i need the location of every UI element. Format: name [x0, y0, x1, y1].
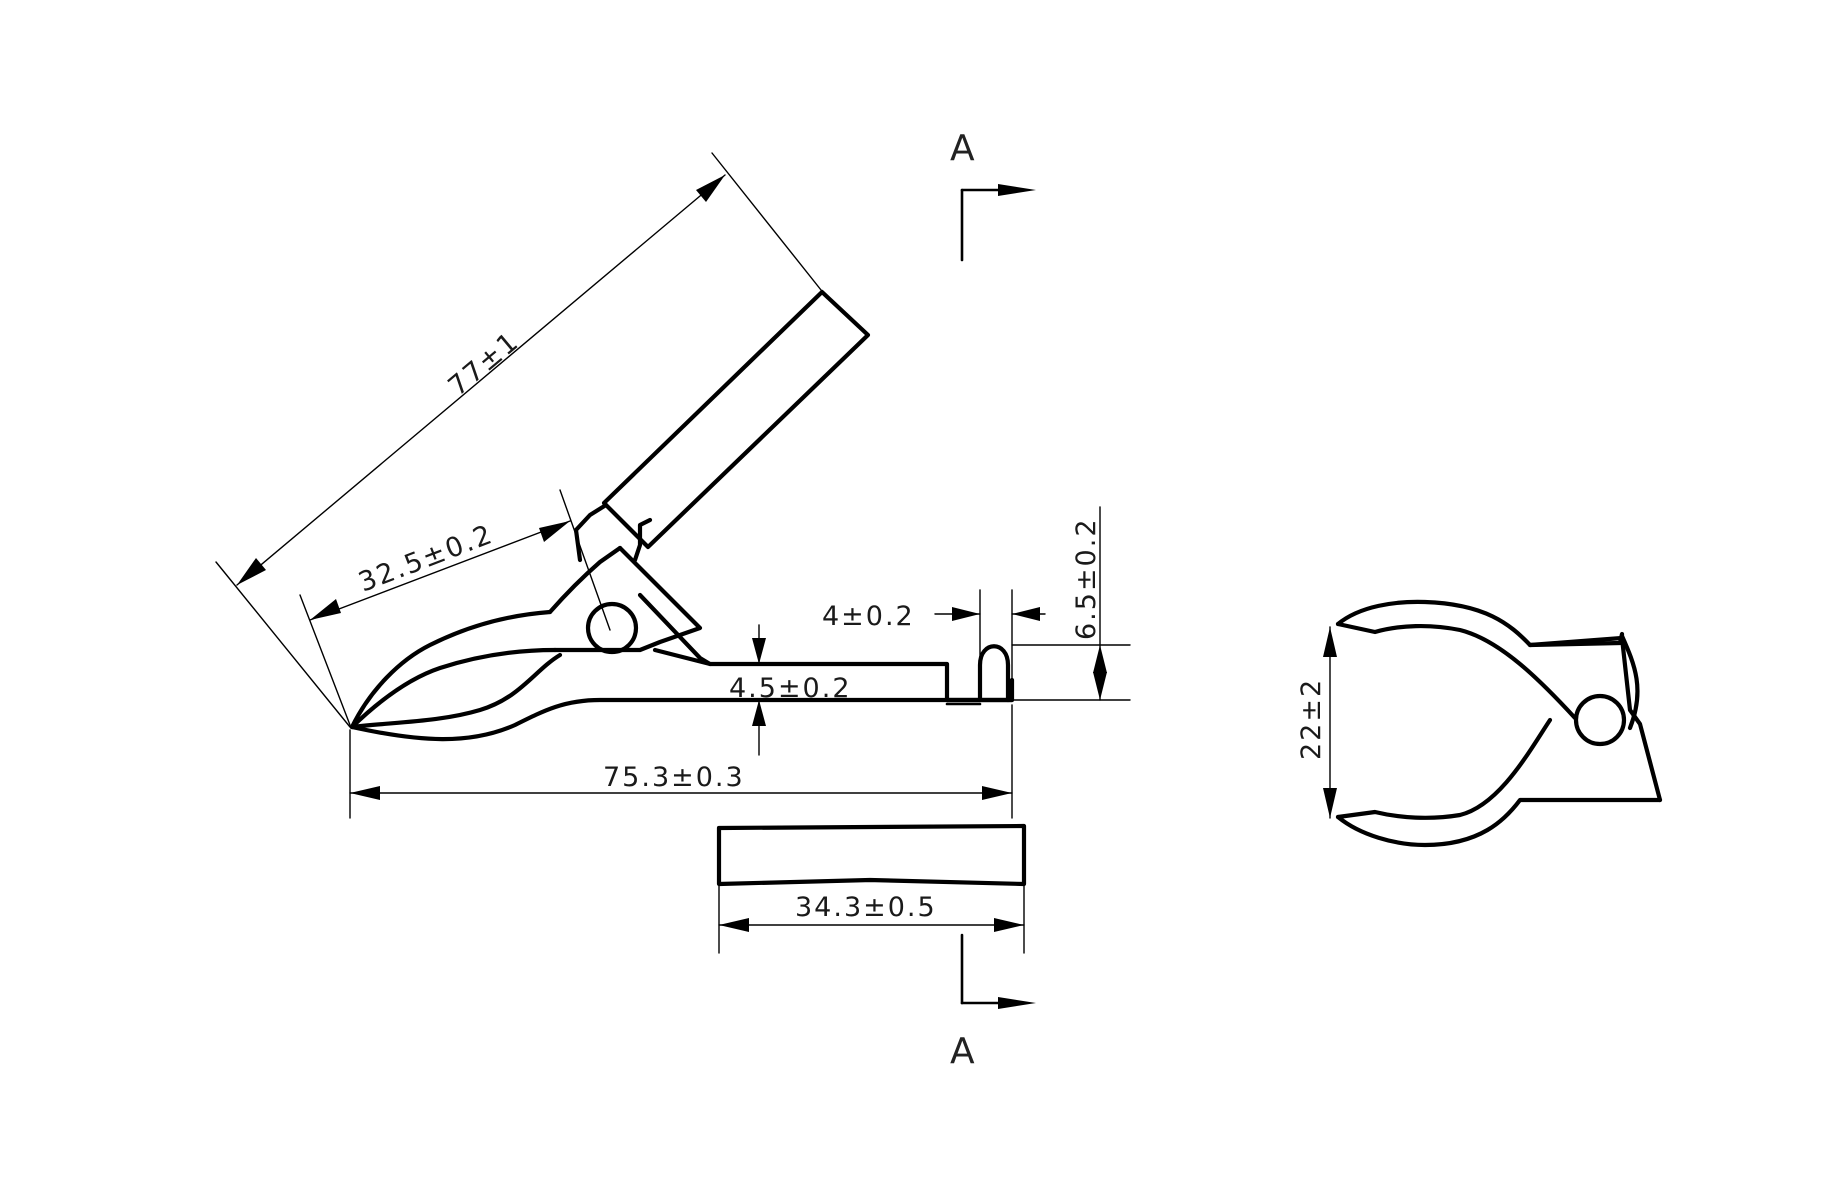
end-tab [977, 644, 1011, 703]
section-marker-bottom: A [950, 933, 1036, 1072]
arrow-plate-right [994, 918, 1024, 932]
dim-text-handle-length: 77±1 [443, 326, 526, 403]
arrow-plate-left [719, 918, 749, 932]
section-arrow-bottom [998, 997, 1036, 1009]
lever-arm [547, 545, 623, 615]
pivot-circle [585, 601, 639, 655]
lower-jaw-outer [349, 677, 1015, 742]
arrow-tab-height-bottom [1093, 672, 1107, 700]
section-label-bottom: A [950, 1031, 975, 1072]
dim-tab-height: 6.5±0.2 [1011, 506, 1131, 701]
section-arrow-top [998, 184, 1036, 196]
arrow-body-bottom [752, 700, 766, 726]
dim-text-tab-width: 4±0.2 [822, 601, 915, 632]
dim-text-tab-height: 6.5±0.2 [1071, 517, 1102, 640]
section-upper-jaw [1335, 599, 1640, 731]
arrow-tab-left [952, 607, 980, 621]
upper-jaw-inner [349, 647, 558, 730]
ext-line-pivot-start [299, 594, 351, 726]
section-lower-jaw [1335, 797, 1663, 848]
arrow-pivot-end [539, 521, 570, 542]
arrow-tab-height-top [1093, 645, 1107, 673]
arrow-overall-right [982, 786, 1012, 800]
handle-grip [601, 289, 871, 550]
dim-line-pivot [309, 520, 571, 621]
dim-overall-length: 75.3±0.3 [349, 704, 1013, 819]
section-label-top: A [950, 128, 975, 169]
body-upper-edge [652, 647, 713, 667]
dim-text-jaw-opening: 22±2 [1296, 678, 1327, 760]
arrow-handle-start [237, 558, 266, 585]
dim-text-plate-length: 34.3±0.5 [795, 892, 937, 923]
handle-link [573, 502, 653, 563]
arrow-jaw-top [1323, 627, 1337, 657]
dim-handle-length: 77±1 [215, 152, 826, 728]
dim-text-body-height: 4.5±0.2 [729, 673, 852, 704]
section-pivot-circle [1573, 693, 1627, 747]
section-marker-top: A [950, 128, 1036, 262]
dim-line-handle [236, 174, 726, 586]
dim-text-pivot-distance: 32.5±0.2 [354, 519, 497, 599]
arrow-jaw-bottom [1323, 788, 1337, 818]
dim-body-height: 4.5±0.2 [729, 624, 852, 756]
section-upper-jaw-inner [1335, 621, 1578, 721]
clip-side-view [349, 289, 1015, 742]
dim-text-overall-length: 75.3±0.3 [603, 762, 745, 793]
arrow-pivot-start [310, 599, 341, 620]
upper-jaw-outer [349, 609, 553, 730]
bottom-plate [716, 823, 1027, 887]
arrow-handle-end [696, 175, 725, 202]
ext-line-handle-start [215, 561, 351, 728]
dim-pivot-distance: 32.5±0.2 [299, 489, 611, 726]
arrow-body-top [752, 638, 766, 664]
ext-line-handle-end [711, 152, 826, 296]
arrow-overall-left [350, 786, 380, 800]
lower-jaw-inner [349, 652, 563, 730]
section-lower-jaw-inner [1335, 717, 1553, 820]
section-view-a-a: 22±2 [1296, 599, 1663, 848]
bottom-plate-view: 34.3±0.5 [716, 823, 1027, 954]
ext-line-pivot-end [559, 489, 611, 631]
dim-tab-width: 4±0.2 [822, 589, 1046, 681]
section-right-frame [1527, 635, 1663, 803]
arrow-tab-right [1012, 607, 1040, 621]
